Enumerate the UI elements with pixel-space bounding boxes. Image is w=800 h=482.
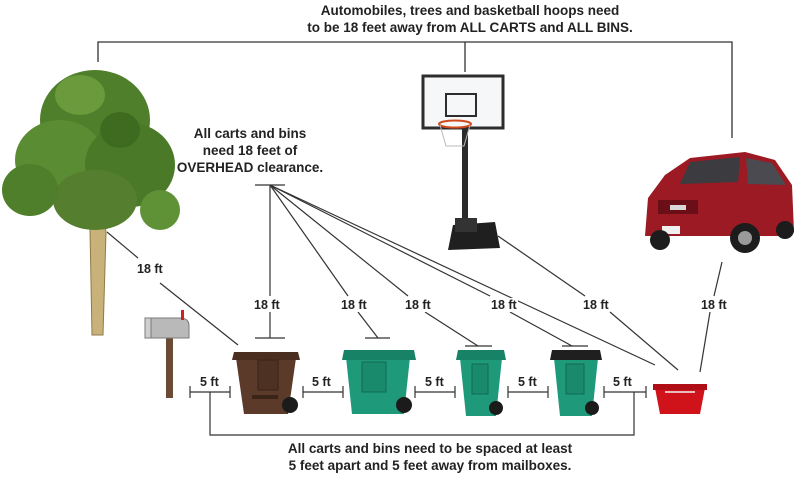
- overhead-caption-line-2: need 18 feet of: [202, 143, 298, 158]
- overhead-caption-line-1: All carts and bins: [193, 126, 307, 141]
- bottom-caption-line-2: 5 feet apart and 5 feet away from mailbo…: [288, 458, 572, 473]
- overhead-distance-label-3: 18 ft: [404, 298, 432, 312]
- green-cart-3: [550, 350, 602, 416]
- overhead-distance-label-2: 18 ft: [340, 298, 368, 312]
- overhead-lines: [255, 184, 656, 366]
- car-distance-label: 18 ft: [700, 298, 728, 312]
- spacing-label-5: 5 ft: [612, 375, 633, 389]
- object-distance-lines: [106, 231, 723, 373]
- overhead-distance-label-4: 18 ft: [490, 298, 518, 312]
- green-cart-2: [456, 350, 506, 416]
- top-bracket: [97, 41, 733, 138]
- red-suv: [645, 152, 794, 253]
- top-caption: Automobiles, trees and basketball hoops …: [200, 2, 740, 36]
- overhead-caption: All carts and bins need 18 feet of OVERH…: [160, 125, 340, 176]
- tree: [2, 70, 180, 336]
- spacing-label-3: 5 ft: [424, 375, 445, 389]
- tree-distance-label: 18 ft: [136, 262, 164, 276]
- bottom-caption: All carts and bins need to be spaced at …: [230, 440, 630, 474]
- mailbox: [144, 310, 190, 398]
- brown-cart: [232, 352, 300, 414]
- spacing-label-2: 5 ft: [311, 375, 332, 389]
- red-recycling-bin: [653, 384, 707, 414]
- overhead-caption-line-3: OVERHEAD clearance.: [176, 160, 324, 175]
- top-caption-line-1: Automobiles, trees and basketball hoops …: [320, 3, 620, 18]
- spacing-label-4: 5 ft: [517, 375, 538, 389]
- spacing-bracket: [189, 386, 647, 436]
- hoop-distance-label: 18 ft: [582, 298, 610, 312]
- green-cart-1: [342, 350, 416, 414]
- basketball-hoop: [421, 74, 505, 250]
- overhead-distance-label-1: 18 ft: [253, 298, 281, 312]
- top-caption-line-2: to be 18 feet away from ALL CARTS and AL…: [307, 20, 633, 35]
- spacing-label-1: 5 ft: [199, 375, 220, 389]
- bottom-caption-line-1: All carts and bins need to be spaced at …: [287, 441, 573, 456]
